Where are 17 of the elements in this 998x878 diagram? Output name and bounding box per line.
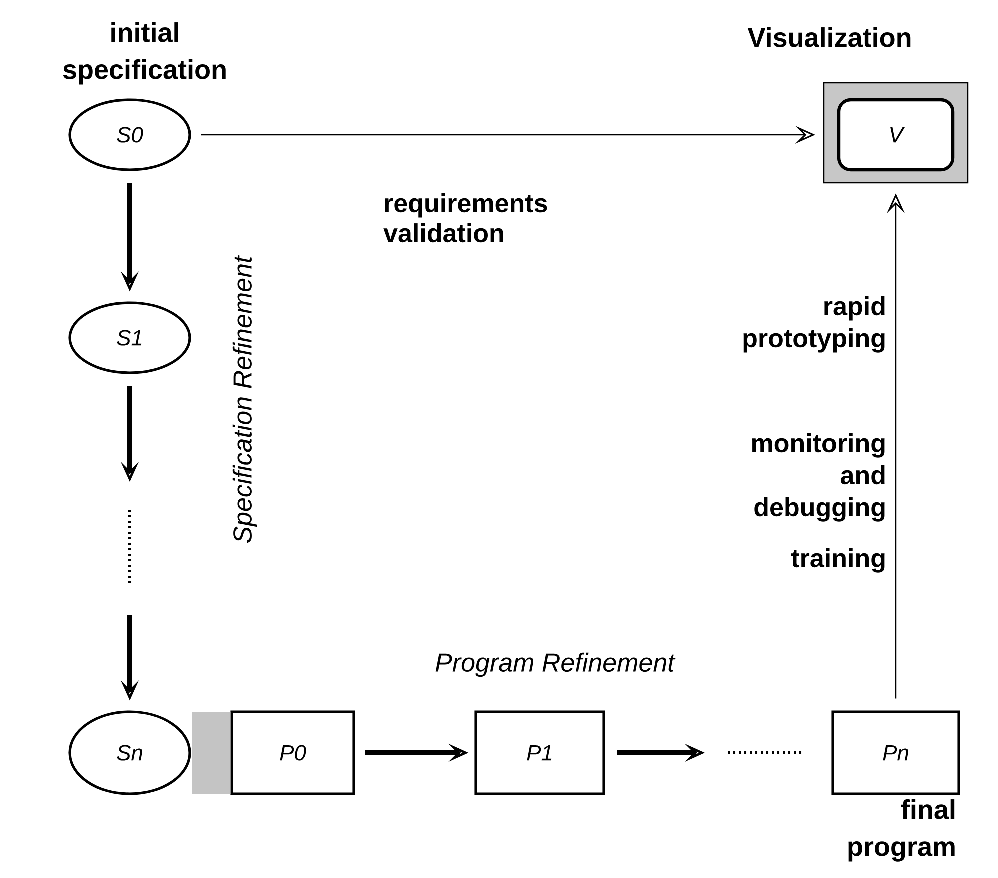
node-label: initial specification <box>63 22 226 85</box>
node-label: final program <box>848 800 955 862</box>
process-box: P1 <box>474 710 606 796</box>
text-label: rapid prototyping <box>744 296 885 353</box>
edge-label: requirements validation <box>384 194 548 243</box>
process-box: Pn <box>832 710 960 796</box>
ellipse-node: S1 <box>68 302 192 374</box>
shaded-band <box>192 712 231 794</box>
axis-label: Program Refinement <box>436 652 676 678</box>
text-label: training <box>791 548 885 573</box>
axis-label: Specification Refinement <box>232 255 258 544</box>
node-label: Visualization <box>748 28 911 48</box>
display-box: V <box>823 82 969 184</box>
ellipse-node: Sn <box>68 710 192 796</box>
text-label: monitoring and debugging <box>752 434 885 522</box>
process-box: P0 <box>230 710 356 796</box>
ellipse-node: S0 <box>68 98 192 172</box>
